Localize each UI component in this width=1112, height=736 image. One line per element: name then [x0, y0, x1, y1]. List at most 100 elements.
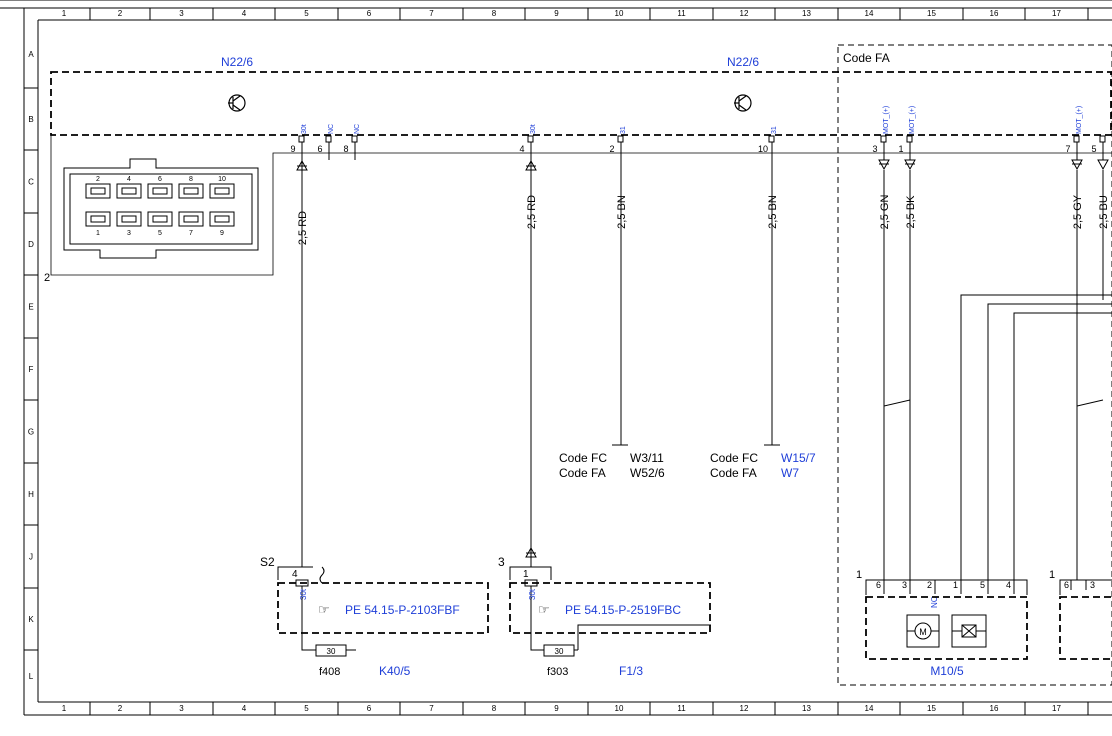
- column-label: 10: [615, 9, 624, 18]
- wire-label: 2,5 GY: [1072, 194, 1084, 229]
- box2-number: 3: [498, 555, 505, 569]
- wire-label: 2,5 GN: [879, 195, 891, 230]
- arrow-icons: [296, 159, 1109, 558]
- pin-stub: 4 30t: [519, 124, 537, 160]
- connector-pin-number: 6: [158, 176, 162, 183]
- column-label: 8: [492, 704, 497, 713]
- pin-number: 3: [872, 144, 877, 154]
- motor-number: 1: [856, 569, 862, 581]
- column-label: 12: [740, 704, 749, 713]
- connector-2-icon: [63, 158, 259, 259]
- column-label: 7: [429, 704, 434, 713]
- pin-number: 4: [519, 144, 524, 154]
- column-label: 13: [802, 704, 811, 713]
- column-label: 2: [118, 9, 123, 18]
- pe-link-1[interactable]: PE 54.15-P-2103FBF: [345, 603, 460, 617]
- pin-function: NC: [354, 124, 361, 134]
- k40-5-link[interactable]: K40/5: [379, 664, 411, 678]
- fuse-icon: [530, 632, 578, 657]
- column-label: 16: [990, 9, 999, 18]
- pin-function: MOT_(+): [1076, 106, 1083, 134]
- motor-connector: [865, 579, 1028, 595]
- column-label: 15: [927, 9, 936, 18]
- pin-function: 30t: [530, 124, 537, 134]
- column-label: 2: [118, 704, 123, 713]
- motor2-pin: 3: [1090, 580, 1095, 590]
- connector-pin-number: 4: [127, 176, 131, 183]
- code-fc-label: Code FC: [559, 451, 607, 465]
- pointing-hand-icon: ☞: [318, 602, 330, 617]
- column-label: 14: [865, 9, 874, 18]
- column-label: 16: [990, 704, 999, 713]
- column-label: 9: [554, 9, 559, 18]
- connector-pin-number: 3: [127, 230, 131, 237]
- pin-stub: 1 MOT_(+): [898, 106, 916, 160]
- f1-3-link[interactable]: F1/3: [619, 664, 643, 678]
- column-label: 9: [554, 704, 559, 713]
- column-label: 17: [1052, 9, 1061, 18]
- motor-pin-number: 5: [980, 580, 985, 590]
- grid-frame: [0, 0, 1112, 716]
- row-label: E: [28, 303, 33, 312]
- connector-pin-number: 8: [189, 176, 193, 183]
- column-label: 17: [1052, 704, 1061, 713]
- fuse-rating: 30: [555, 647, 564, 656]
- code-fa-label: Code FA: [710, 466, 757, 480]
- motor-pin-number: 6: [876, 580, 881, 590]
- fuse-box-1: [277, 582, 489, 634]
- pe-link-2[interactable]: PE 54.15-P-2519FBC: [565, 603, 681, 617]
- connector-pin-number: 2: [96, 176, 100, 183]
- motor2-number: 1: [1049, 569, 1055, 581]
- motor-symbol: M: [919, 627, 927, 637]
- column-label: 12: [740, 9, 749, 18]
- row-label: J: [29, 553, 33, 562]
- s2-pin: 4: [292, 569, 298, 580]
- code-fa-label: Code FA: [559, 466, 606, 480]
- pin-function: NC: [328, 124, 335, 134]
- column-label: 4: [242, 704, 247, 713]
- column-label: 10: [615, 704, 624, 713]
- motor-pin-number: 2: [927, 580, 932, 590]
- svg-text:☞: ☞: [538, 602, 550, 617]
- code-fa-link[interactable]: W7: [781, 466, 799, 480]
- fuse-box-2: [509, 582, 711, 634]
- column-label: 13: [802, 9, 811, 18]
- connector-ref: 2: [44, 272, 50, 284]
- connector-pin-number: 5: [158, 230, 162, 237]
- pin-number: 7: [1065, 144, 1070, 154]
- pin-stub: 6 NC: [317, 124, 335, 160]
- column-ticks: 1122334455667788991010111112121313141415…: [62, 8, 1089, 715]
- wire-label: 2,5 BK: [905, 195, 917, 229]
- row-label: L: [29, 672, 34, 681]
- pin-function: 30t: [301, 124, 308, 134]
- row-label: K: [28, 615, 34, 624]
- fuse-name: f408: [319, 666, 340, 678]
- row-label: D: [28, 240, 34, 249]
- column-label: 3: [179, 704, 184, 713]
- pin-number: 6: [317, 144, 322, 154]
- m10-5-link[interactable]: M10/5: [930, 664, 964, 678]
- box2-pin: 1: [523, 569, 529, 580]
- pin-stub: 231: [609, 126, 627, 160]
- pin-function: MOT_(+): [909, 106, 916, 134]
- fuse-rating: 30: [327, 647, 336, 656]
- wire-label: 2,5 RD: [297, 211, 309, 245]
- wire-label: 2,5 BU: [1098, 195, 1110, 229]
- pin-function: MOT_(+): [883, 106, 890, 134]
- row-label: G: [28, 428, 34, 437]
- code-fa-label: Code FA: [843, 51, 890, 65]
- s2-label: S2: [260, 555, 275, 569]
- column-label: 5: [304, 9, 309, 18]
- code-fc-link[interactable]: W15/7: [781, 451, 816, 465]
- pin-number: 1: [898, 144, 903, 154]
- motor-icon: [906, 614, 940, 648]
- motor-pin-number: 4: [1006, 580, 1011, 590]
- column-label: 3: [179, 9, 184, 18]
- n22-6-box: [50, 71, 1112, 136]
- column-label: 6: [367, 9, 372, 18]
- column-label: 14: [865, 704, 874, 713]
- column-label: 5: [304, 704, 309, 713]
- row-label: B: [28, 115, 33, 124]
